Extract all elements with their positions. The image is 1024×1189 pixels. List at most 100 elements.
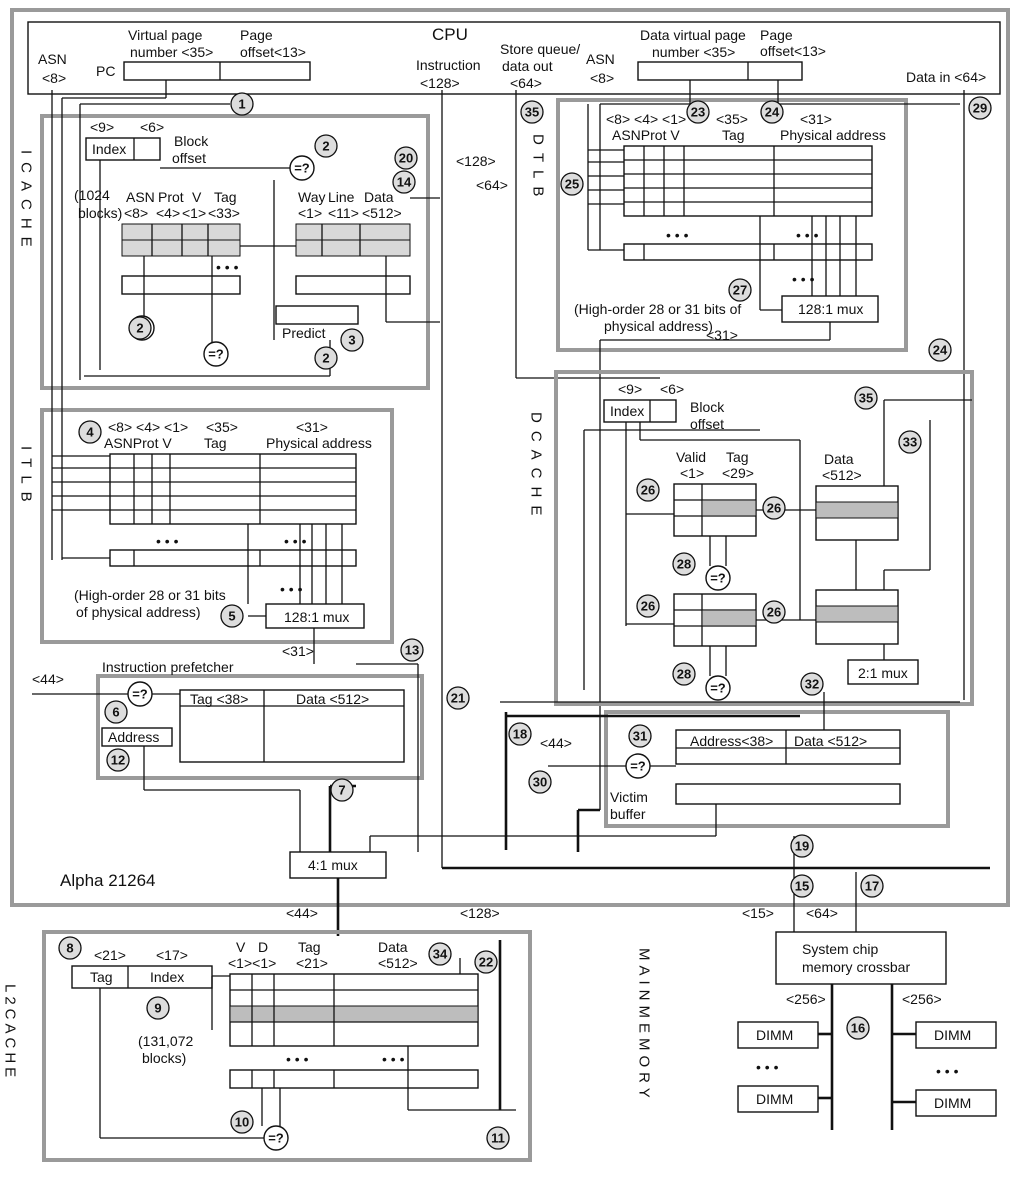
step-marker-16: 16	[846, 1016, 870, 1040]
l2-v: V	[236, 939, 246, 955]
dimm-left-1-label: DIMM	[756, 1027, 793, 1043]
svg-text:25: 25	[565, 177, 579, 192]
vpn-label-2: number <35>	[130, 44, 213, 60]
prefetcher-tag: Tag <38>	[190, 691, 248, 707]
svg-text:=?: =?	[710, 571, 726, 586]
svg-text:24: 24	[933, 343, 948, 358]
l2-dots-1: • • •	[286, 1051, 309, 1067]
icache-tag: Tag	[214, 189, 237, 205]
dtlb-dots-3: • • •	[792, 271, 815, 287]
prefetcher-address-label: Address	[108, 729, 159, 745]
svg-text:19: 19	[795, 839, 809, 854]
step-marker-35: 35	[520, 100, 544, 124]
step-marker-23: 23	[686, 100, 710, 124]
step-marker-34: 34	[428, 942, 452, 966]
step-marker-28: 28	[672, 662, 696, 686]
step-marker-3: 3	[340, 328, 364, 352]
l2-addr-width: <44>	[286, 905, 318, 921]
icache-compare-3: =?	[203, 341, 229, 367]
step-marker-22: 22	[474, 950, 498, 974]
svg-text:35: 35	[525, 105, 539, 120]
step-marker-26: 26	[762, 496, 786, 520]
dcache-vertical-label: DCACHE	[528, 412, 545, 523]
dcache-index-label: Index	[610, 403, 644, 419]
step-marker-20: 20	[394, 146, 418, 170]
itlb-highorder-1: (High-order 28 or 31 bits	[74, 587, 226, 603]
icache-v: V	[192, 189, 202, 205]
store-width-label: <64>	[476, 177, 508, 193]
svg-text:8: 8	[66, 941, 73, 956]
itlb-block: ITLB <8> <4> <1> ASNProt V <35> Tag <31>…	[18, 408, 394, 664]
l2-tag-width: <21>	[94, 947, 126, 963]
svg-text:13: 13	[405, 643, 419, 658]
data-vpn-label-2: number <35>	[652, 44, 735, 60]
l2-d: D	[258, 939, 268, 955]
icache-prot: Prot	[158, 189, 184, 205]
svg-text:30: 30	[533, 775, 547, 790]
predict-label: Predict	[282, 325, 326, 341]
page-offset-label-1: Page	[240, 27, 273, 43]
dcache-tag-width: <29>	[722, 465, 754, 481]
mux4-label: 4:1 mux	[308, 857, 358, 873]
svg-text:23: 23	[691, 105, 705, 120]
step-marker-26: 26	[636, 478, 660, 502]
victim-addr-width: <44>	[540, 735, 572, 751]
instruction-prefetcher-block: Instruction prefetcher <44> Tag <38> Dat…	[32, 659, 424, 852]
step-marker-21: 21	[446, 686, 470, 710]
step-marker-25: 25	[560, 172, 584, 196]
step-marker-27: 27	[728, 278, 752, 302]
dimm-right-2	[915, 1089, 997, 1117]
icache-offset-width: <6>	[140, 119, 164, 135]
l2-blocks-2: blocks)	[142, 1050, 186, 1066]
icache-asn: ASN	[126, 189, 155, 205]
l2-vd-width: <1><1>	[228, 955, 276, 971]
svg-text:=?: =?	[268, 1131, 284, 1146]
sys-addr-width: <15>	[742, 905, 774, 921]
icache-block-label-1: Block	[174, 133, 209, 149]
prefetcher-data: Data <512>	[296, 691, 369, 707]
step-marker-5: 5	[220, 604, 244, 628]
dcache-mux	[847, 659, 919, 685]
step-marker-2: 2	[314, 134, 338, 158]
prefetcher-address-register	[101, 727, 173, 747]
dtlb-vertical-label: DTLB	[530, 134, 547, 204]
dtlb-array	[623, 145, 873, 217]
step-marker-35: 35	[854, 386, 878, 410]
itlb-tag-width: <35>	[206, 419, 238, 435]
icache-block-label-2: offset	[172, 150, 206, 166]
svg-text:12: 12	[111, 753, 125, 768]
icache-w4: <33>	[208, 205, 240, 221]
victim-buffer-array	[675, 729, 901, 765]
dtlb-tag: Tag	[722, 127, 745, 143]
dcache-block-label-1: Block	[690, 399, 725, 415]
l2-data-width: <128>	[460, 905, 500, 921]
mux-4to1: 4:1 mux	[289, 851, 387, 879]
svg-text:3: 3	[348, 333, 355, 348]
svg-text:35: 35	[859, 391, 873, 406]
svg-text:26: 26	[767, 605, 781, 620]
step-marker-32: 32	[800, 672, 824, 696]
dtlb-tag-width: <35>	[716, 111, 748, 127]
svg-text:26: 26	[641, 483, 655, 498]
l2-index-width: <17>	[156, 947, 188, 963]
icache-w2: <4>	[156, 205, 180, 221]
itlb-pa-width: <31>	[296, 419, 328, 435]
cpu-block: CPU ASN <8> PC Virtual page number <35> …	[27, 21, 1001, 95]
l2-data: Data	[378, 939, 408, 955]
svg-text:32: 32	[805, 677, 819, 692]
itlb-dots-2: • • •	[284, 533, 307, 549]
step-marker-8: 8	[58, 936, 82, 960]
step-marker-24: 24	[928, 338, 952, 362]
prefetcher-label: Instruction prefetcher	[102, 659, 234, 675]
dimm-left-1	[737, 1021, 819, 1049]
sys-data-width: <64>	[806, 905, 838, 921]
dcache-block-label-2: offset	[690, 416, 724, 432]
step-marker-13: 13	[400, 638, 424, 662]
l2-data-width2: <512>	[378, 955, 418, 971]
dcache-block: DCACHE <9> <6> Index Block offset Valid …	[528, 370, 974, 706]
svg-text:11: 11	[491, 1131, 505, 1146]
icache-way: Way	[298, 189, 325, 205]
step-marker-26: 26	[636, 594, 660, 618]
dtlb-block: DTLB <8> <4> <1> ASNProt V <35> Tag <31>…	[456, 80, 960, 810]
svg-text:2: 2	[136, 321, 143, 336]
